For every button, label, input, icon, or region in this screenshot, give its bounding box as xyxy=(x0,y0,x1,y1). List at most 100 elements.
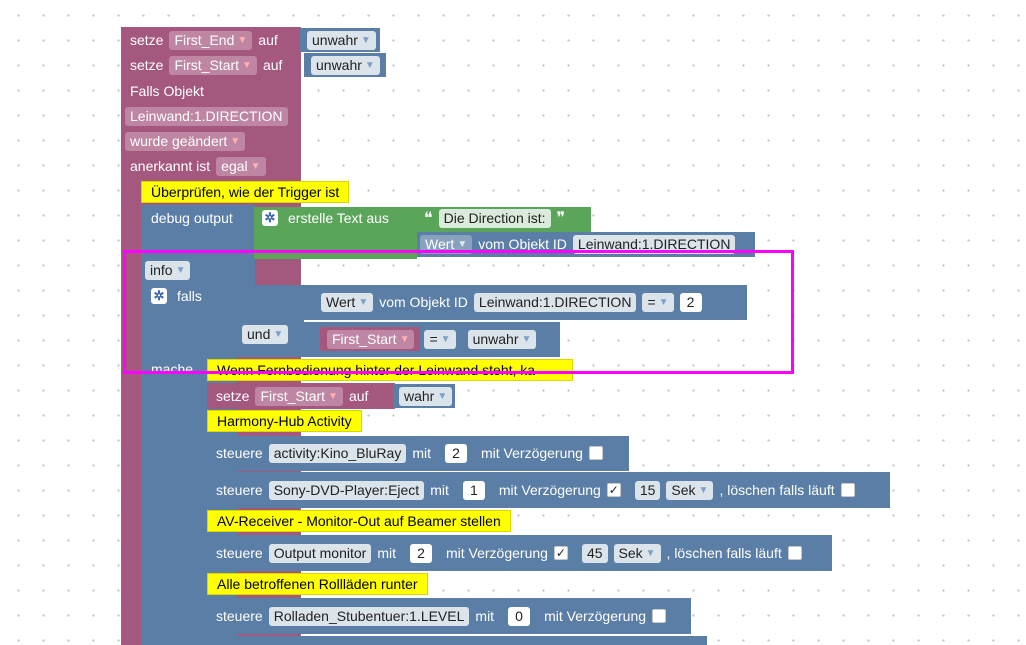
gear-icon[interactable]: ✲ xyxy=(151,288,167,304)
unit-dropdown-3[interactable]: Sek▼ xyxy=(613,543,661,563)
bool-dropdown-unwahr-1[interactable]: unwahr▼ xyxy=(307,30,376,50)
variable-dropdown-first-end[interactable]: First_End▼ xyxy=(169,30,253,50)
variable-dropdown-first-start[interactable]: First_Start▼ xyxy=(169,55,257,75)
variable-dropdown-first-start-3[interactable]: First_Start▼ xyxy=(255,386,343,406)
ack-dropdown[interactable]: egal▼ xyxy=(216,156,266,176)
trigger-event-dropdown[interactable]: wurde geändert▼ xyxy=(125,131,246,151)
comment-remote-control[interactable]: Wenn Fernbedienung hinter der Leinwand s… xyxy=(207,359,573,381)
unit-dropdown-2[interactable]: Sek▼ xyxy=(666,480,714,500)
value-field-2[interactable]: 1 xyxy=(462,480,485,500)
delay-label: mit Verzögerung xyxy=(445,545,548,561)
vom-objekt-label: vom Objekt ID xyxy=(379,294,468,310)
ack-label: anerkannt ist xyxy=(130,158,211,174)
delay-checkbox-2[interactable]: ✓ xyxy=(606,483,621,497)
selection-highlight xyxy=(123,250,794,374)
compare-op-dropdown-2[interactable]: =▼ xyxy=(424,329,456,349)
falls-label: falls xyxy=(177,288,202,304)
chevron-down-icon: ▼ xyxy=(521,333,532,345)
gear-icon[interactable]: ✲ xyxy=(262,210,278,226)
chevron-down-icon: ▼ xyxy=(399,333,410,345)
compare-op-dropdown-1[interactable]: =▼ xyxy=(642,292,674,312)
chevron-down-icon: ▼ xyxy=(175,264,186,276)
steuere-label: steuere xyxy=(216,445,263,461)
value-field-1[interactable]: 2 xyxy=(445,443,467,463)
delay-label: mit Verzögerung xyxy=(481,445,583,461)
quote-open-icon: ❝ xyxy=(424,210,433,227)
control-block-5[interactable] xyxy=(207,636,707,645)
set-first-start-block[interactable] xyxy=(121,53,301,79)
chevron-down-icon: ▼ xyxy=(364,59,375,71)
text-field[interactable]: Die Direction ist: xyxy=(438,208,551,228)
delay-checkbox-1[interactable] xyxy=(588,446,603,460)
setze-label: setze xyxy=(216,388,250,404)
create-text-label: erstelle Text aus xyxy=(288,210,389,226)
chevron-down-icon: ▼ xyxy=(250,160,261,172)
quote-close-icon: ❞ xyxy=(556,210,566,227)
clear-label: , löschen falls läuft xyxy=(666,545,782,561)
object-id-field-6[interactable]: Rolladen_Stubentuer:1.LEVEL xyxy=(268,606,470,626)
chevron-down-icon: ▼ xyxy=(242,59,252,71)
chevron-down-icon: ▼ xyxy=(237,34,248,46)
comment-harmony[interactable]: Harmony-Hub Activity xyxy=(207,410,362,432)
object-id-field-1[interactable]: Leinwand:1.DIRECTION xyxy=(572,234,736,254)
auf-label: auf xyxy=(348,388,369,404)
mit-label: mit xyxy=(430,482,449,498)
chevron-down-icon: ▼ xyxy=(328,390,338,402)
debug-output-label: debug output xyxy=(151,210,233,226)
wert-dropdown-2[interactable]: Wert▼ xyxy=(321,292,374,312)
auf-label: auf xyxy=(258,32,278,48)
clear-checkbox-2[interactable] xyxy=(840,483,855,497)
steuere-label: steuere xyxy=(216,608,263,624)
steuere-label: steuere xyxy=(216,545,263,561)
chevron-down-icon: ▼ xyxy=(440,333,451,345)
object-id-field-3[interactable]: activity:Kino_BluRay xyxy=(268,443,407,463)
set-first-start-true-block[interactable] xyxy=(207,383,395,409)
steuere-label: steuere xyxy=(216,482,263,498)
vom-objekt-label: vom Objekt ID xyxy=(478,236,567,252)
chevron-down-icon: ▼ xyxy=(360,34,371,46)
chevron-down-icon: ▼ xyxy=(358,296,369,308)
debug-level-dropdown[interactable]: info▼ xyxy=(145,260,191,280)
object-id-field-5[interactable]: Output monitor xyxy=(268,543,372,563)
chevron-down-icon: ▼ xyxy=(273,328,284,340)
delay-checkbox-4[interactable] xyxy=(652,609,667,623)
mit-label: mit xyxy=(377,545,396,561)
first-start-getter[interactable] xyxy=(320,327,420,351)
set-first-end-block[interactable] xyxy=(121,27,301,53)
trigger-object-field[interactable]: Leinwand:1.DIRECTION xyxy=(125,106,288,126)
value-field-4[interactable]: 0 xyxy=(508,606,531,626)
delay-label: mit Verzögerung xyxy=(498,482,601,498)
object-id-field-2[interactable]: Leinwand:1.DIRECTION xyxy=(473,292,637,312)
variable-dropdown-first-start-2[interactable]: First_Start▼ xyxy=(327,329,415,349)
clear-label: , löschen falls läuft xyxy=(719,482,835,498)
object-id-field-4[interactable]: Sony-DVD-Player:Eject xyxy=(268,480,425,500)
delay-field-3[interactable]: 45 xyxy=(581,543,608,563)
trigger-title: Falls Objekt xyxy=(130,83,204,99)
chevron-down-icon: ▼ xyxy=(698,484,709,496)
setze-label: setze xyxy=(130,57,164,73)
bool-dropdown-wahr[interactable]: wahr▼ xyxy=(399,386,453,406)
chevron-down-icon: ▼ xyxy=(230,135,241,147)
delay-label: mit Verzögerung xyxy=(544,608,647,624)
chevron-down-icon: ▼ xyxy=(437,390,448,402)
comment-av-receiver[interactable]: AV-Receiver - Monitor-Out auf Beamer ste… xyxy=(207,510,511,532)
chevron-down-icon: ▼ xyxy=(658,296,669,308)
clear-checkbox-3[interactable] xyxy=(787,546,802,560)
mit-label: mit xyxy=(475,608,495,624)
comment-trigger-check[interactable]: Überprüfen, wie der Trigger ist xyxy=(141,181,350,203)
chevron-down-icon: ▼ xyxy=(645,547,656,559)
value-field-3[interactable]: 2 xyxy=(409,543,432,563)
mit-label: mit xyxy=(412,445,431,461)
setze-label: setze xyxy=(130,32,164,48)
and-block[interactable] xyxy=(236,285,304,357)
chevron-down-icon: ▼ xyxy=(457,238,468,250)
number-field-2[interactable]: 2 xyxy=(679,292,702,312)
wert-dropdown-1[interactable]: Wert▼ xyxy=(420,234,473,254)
auf-label: auf xyxy=(262,57,283,73)
bool-dropdown-unwahr-2[interactable]: unwahr▼ xyxy=(311,55,380,75)
comment-shutters[interactable]: Alle betroffenen Rollläden runter xyxy=(207,573,428,595)
delay-checkbox-3[interactable]: ✓ xyxy=(553,546,568,560)
logic-op-dropdown[interactable]: und▼ xyxy=(242,324,289,344)
bool-dropdown-unwahr-3[interactable]: unwahr▼ xyxy=(467,329,537,349)
delay-field-2[interactable]: 15 xyxy=(634,480,661,500)
